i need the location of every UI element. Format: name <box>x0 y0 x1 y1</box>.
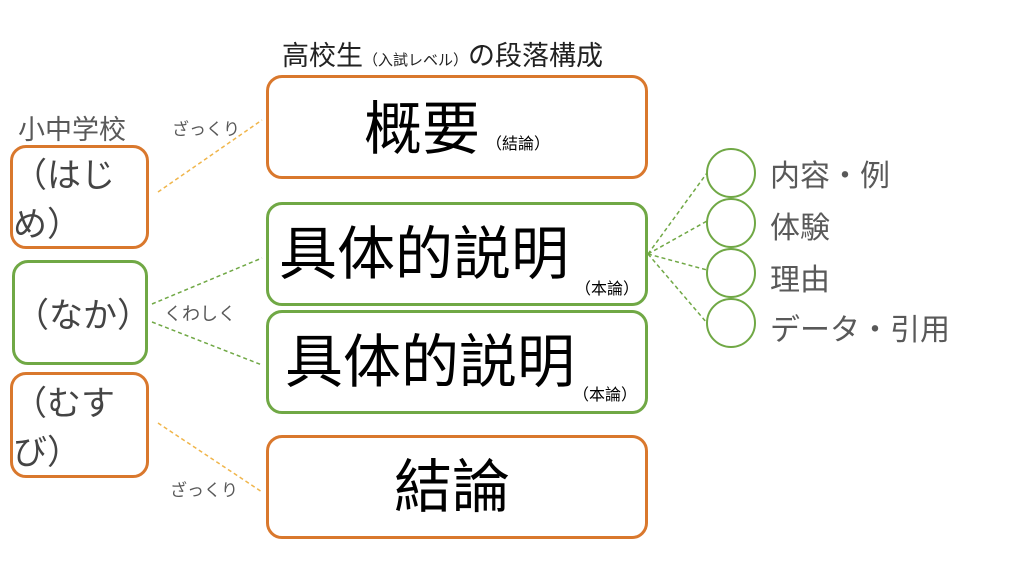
diagram-title: 高校生（入試レベル）の段落構成 <box>282 34 603 73</box>
item-label-3: 理由 <box>770 263 830 298</box>
connector-label-middle: くわしく <box>164 304 236 325</box>
connector-item-2 <box>647 220 708 255</box>
left-box-intro: （はじめ） <box>10 145 149 249</box>
item-label-1: 内容・例 <box>770 159 890 194</box>
main-box-detail-2-text: 具体的説明 <box>285 328 576 396</box>
connector-label-top: ざっくり <box>172 120 240 140</box>
main-box-detail-2-sub: （本論） <box>572 385 637 404</box>
item-label-2: 体験 <box>770 211 830 246</box>
title-main: 高校生 <box>282 41 363 72</box>
connector-middle-lower <box>151 321 263 366</box>
connector-middle-upper <box>151 257 263 305</box>
item-circle-3 <box>706 248 756 298</box>
left-box-conclusion: （むすび） <box>10 372 149 478</box>
connector-item-1 <box>647 172 708 255</box>
left-header: 小中学校 <box>18 115 126 146</box>
item-label-4: データ・引用 <box>770 313 950 348</box>
main-box-summary: 概要 （結論） <box>266 75 648 179</box>
left-box-intro-label: （はじめ） <box>13 156 115 245</box>
left-box-middle: （なか） <box>12 260 151 365</box>
title-small: （入試レベル） <box>363 51 469 69</box>
item-circle-1 <box>706 148 756 198</box>
main-box-conclusion-text: 結論 <box>393 453 510 521</box>
connector-item-4 <box>647 253 708 324</box>
main-box-conclusion: 結論 <box>266 435 648 539</box>
main-box-summary-text: 概要 <box>363 95 480 163</box>
connector-label-bottom: ざっくり <box>170 481 238 501</box>
item-circle-2 <box>706 198 756 248</box>
main-box-detail-1: 具体的説明 （本論） <box>266 202 648 306</box>
left-box-conclusion-label: （むすび） <box>13 384 115 473</box>
main-box-summary-sub: （結論） <box>486 134 551 153</box>
title-rest: の段落構成 <box>468 41 604 72</box>
main-box-detail-2: 具体的説明 （本論） <box>266 310 648 414</box>
left-box-middle-label: （なか） <box>15 296 151 336</box>
connector-top <box>157 119 263 193</box>
main-box-detail-1-text: 具体的説明 <box>279 220 570 288</box>
item-circle-4 <box>706 298 756 348</box>
connector-item-3 <box>647 253 708 271</box>
main-box-detail-1-sub: （本論） <box>574 279 639 298</box>
